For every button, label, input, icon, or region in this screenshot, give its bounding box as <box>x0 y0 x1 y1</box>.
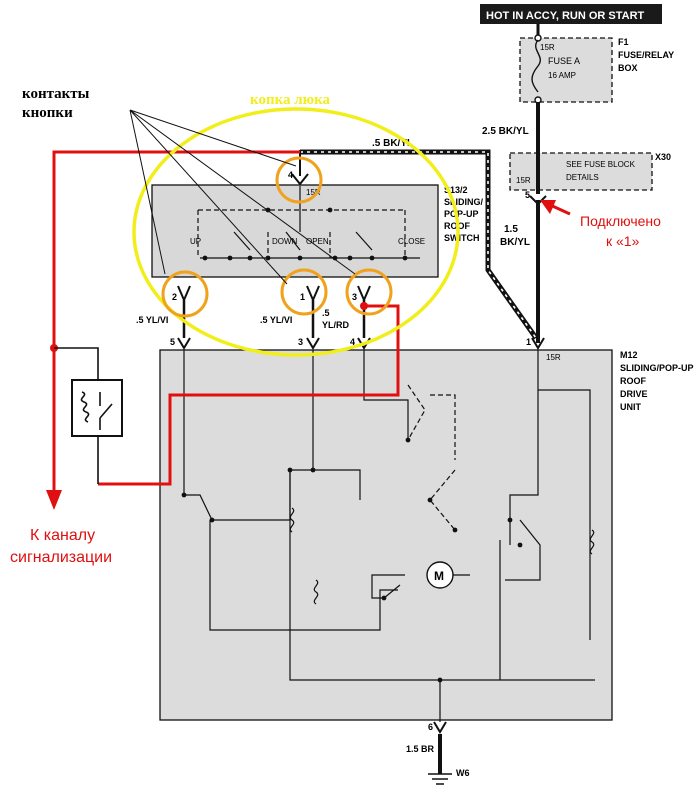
wire-mid-1: .5 YL/VI <box>136 315 168 325</box>
m12-pin-4: 4 <box>350 337 355 347</box>
annotation-button-title: копка люка <box>250 92 331 108</box>
contact-circle-mid <box>280 268 328 316</box>
drive-unit: 5 3 4 1 15R M12 SLIDING/POP-UP ROOF DRIV… <box>159 337 694 734</box>
m12-name-3: DRIVE <box>620 389 648 399</box>
header-title: HOT IN ACCY, RUN OR START <box>486 10 645 22</box>
fuse-box-name-1: FUSE/RELAY <box>618 50 674 60</box>
button-highlight-ellipse <box>132 107 460 357</box>
contact-pointer-lines <box>129 109 356 285</box>
wire-label-top: 2.5 BK/YL <box>482 126 529 137</box>
annotation-connected-2: к «1» <box>606 233 640 249</box>
switch-name-1: SLIDING/ <box>444 197 484 207</box>
switch-terminal: 15R <box>306 188 321 197</box>
motor-symbol: M <box>434 569 444 583</box>
x30-text-2: DETAILS <box>566 173 599 182</box>
m12-pin-1: 1 <box>526 337 531 347</box>
m12-name-4: UNIT <box>620 402 641 412</box>
switch-name-2: POP-UP <box>444 209 479 219</box>
annotation-alarm-1: К каналу <box>30 527 95 544</box>
switch-pin-top: 4 <box>288 170 293 180</box>
contact-circle-left <box>161 270 209 318</box>
switch-pin-3: 3 <box>352 292 357 302</box>
m12-pin-3: 3 <box>298 337 303 347</box>
annotation-connected-1: Подключено <box>580 213 661 229</box>
x30-id: X30 <box>655 152 671 162</box>
alarm-wiring <box>46 150 400 510</box>
ground: 1.5 BR W6 <box>406 734 470 785</box>
m12-name-1: SLIDING/POP-UP <box>620 363 694 373</box>
contact-circle-top <box>275 156 323 204</box>
wire-right-color: BK/YL <box>500 237 530 248</box>
x30-block: 15R SEE FUSE BLOCK DETAILS X30 5 <box>509 152 671 200</box>
fuse-box: 15R FUSE A 16 AMP F1 FUSE/RELAY BOX <box>519 24 674 104</box>
ground-id: W6 <box>456 768 470 778</box>
m12-id: M12 <box>620 350 638 360</box>
wire-mid-3: .5 <box>322 308 330 318</box>
wire-mid-2: .5 YL/VI <box>260 315 292 325</box>
m12-pin-6: 6 <box>428 722 433 732</box>
m12-name-2: ROOF <box>620 376 647 386</box>
annotation-contacts-1: контакты <box>22 86 90 102</box>
m12-pin-5: 5 <box>170 337 175 347</box>
wire-right-size: 1.5 <box>504 224 518 235</box>
x30-terminal: 15R <box>516 176 531 185</box>
x30-pin: 5 <box>525 190 530 200</box>
wire-mid-4: YL/RD <box>322 320 350 330</box>
fuse-label: FUSE A <box>548 56 580 66</box>
fuse-box-id: F1 <box>618 37 629 47</box>
switch-label-down: DOWN <box>272 237 298 246</box>
switch-pin-2: 2 <box>172 292 177 302</box>
header-banner: HOT IN ACCY, RUN OR START <box>480 4 662 24</box>
motor: M <box>426 561 454 589</box>
fuse-rating: 16 AMP <box>548 71 576 80</box>
switch-name-4: SWITCH <box>444 233 480 243</box>
switch-label-up: UP <box>190 237 201 246</box>
contact-circle-right <box>345 268 393 316</box>
ground-wire: 1.5 BR <box>406 744 435 754</box>
switch-id: S13/2 <box>444 185 468 195</box>
x30-text-1: SEE FUSE BLOCK <box>566 160 636 169</box>
wire-label-top-left: .5 BK/YL <box>372 138 413 149</box>
switch-label-close: CLOSE <box>398 237 425 246</box>
switch-pin-1: 1 <box>300 292 305 302</box>
switch-label-open: OPEN <box>306 237 329 246</box>
annotation-alarm-2: сигнализации <box>10 549 112 566</box>
annotation-contacts-2: кнопки <box>22 105 73 121</box>
m12-terminal: 15R <box>546 353 561 362</box>
fuse-box-name-2: BOX <box>618 63 638 73</box>
relay-icon <box>71 379 123 437</box>
fuse-terminal: 15R <box>540 43 555 52</box>
